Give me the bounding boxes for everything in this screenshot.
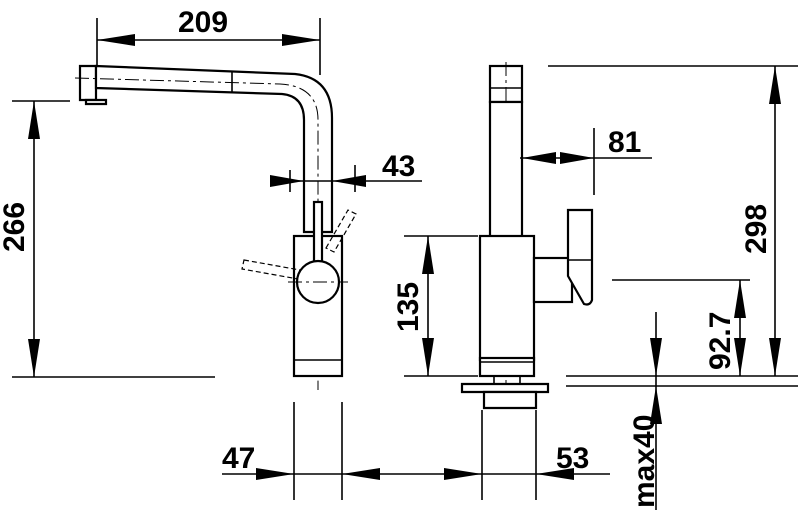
dim-label-266: 266 — [0, 202, 31, 252]
spout-centerline — [74, 77, 319, 390]
dim-label-81: 81 — [608, 126, 641, 159]
arrow-43-right — [332, 175, 366, 187]
dim-label-209: 209 — [178, 6, 228, 39]
dim-label-53: 53 — [556, 442, 589, 475]
lever-position-back — [325, 209, 357, 253]
dim-label-298: 298 — [740, 204, 773, 254]
front-body — [478, 234, 536, 362]
dim-label-92-7: 92.7 — [704, 312, 737, 370]
front-body-band — [478, 356, 536, 378]
arrow-298-bottom — [769, 338, 781, 376]
arrow-47-left — [256, 468, 294, 480]
dim-label-max40: max40 — [628, 415, 661, 508]
dim-label-43: 43 — [382, 150, 415, 183]
arrow-max40-bottom — [650, 386, 662, 424]
arrow-135-bottom — [422, 338, 434, 376]
arrow-53-left — [444, 468, 482, 480]
front-view: 298 81 135 92.7 max40 53 — [392, 62, 798, 510]
arrow-92-bottom — [734, 338, 746, 376]
lever-position-front — [241, 259, 301, 280]
arrow-298-top — [769, 66, 781, 104]
arrow-266-top — [28, 101, 40, 139]
mounting-nut — [482, 390, 538, 410]
arrow-53-right — [536, 468, 574, 480]
arrow-92-top — [734, 280, 746, 318]
side-view: 209 266 43 4 — [0, 6, 444, 500]
arrow-47-right — [342, 468, 380, 480]
spout-nozzle — [84, 98, 108, 106]
lever-stem — [532, 256, 574, 304]
spout-head — [78, 64, 98, 102]
arrow-max40-top — [650, 338, 662, 376]
lever-handle — [566, 208, 594, 306]
lever-upright — [312, 200, 324, 266]
arrow-209-left — [97, 34, 135, 46]
arrow-81-right — [560, 152, 594, 164]
arrow-81-left — [522, 152, 556, 164]
mounting-flange — [460, 382, 550, 394]
dim-label-135: 135 — [392, 282, 425, 332]
arrow-43-left — [270, 175, 304, 187]
arrow-266-bottom — [28, 339, 40, 377]
spout-tube — [488, 100, 524, 240]
spout-tube-outer — [94, 64, 334, 234]
arrow-135-top — [422, 236, 434, 274]
arrow-209-right — [282, 34, 320, 46]
dim-label-47: 47 — [222, 442, 255, 475]
